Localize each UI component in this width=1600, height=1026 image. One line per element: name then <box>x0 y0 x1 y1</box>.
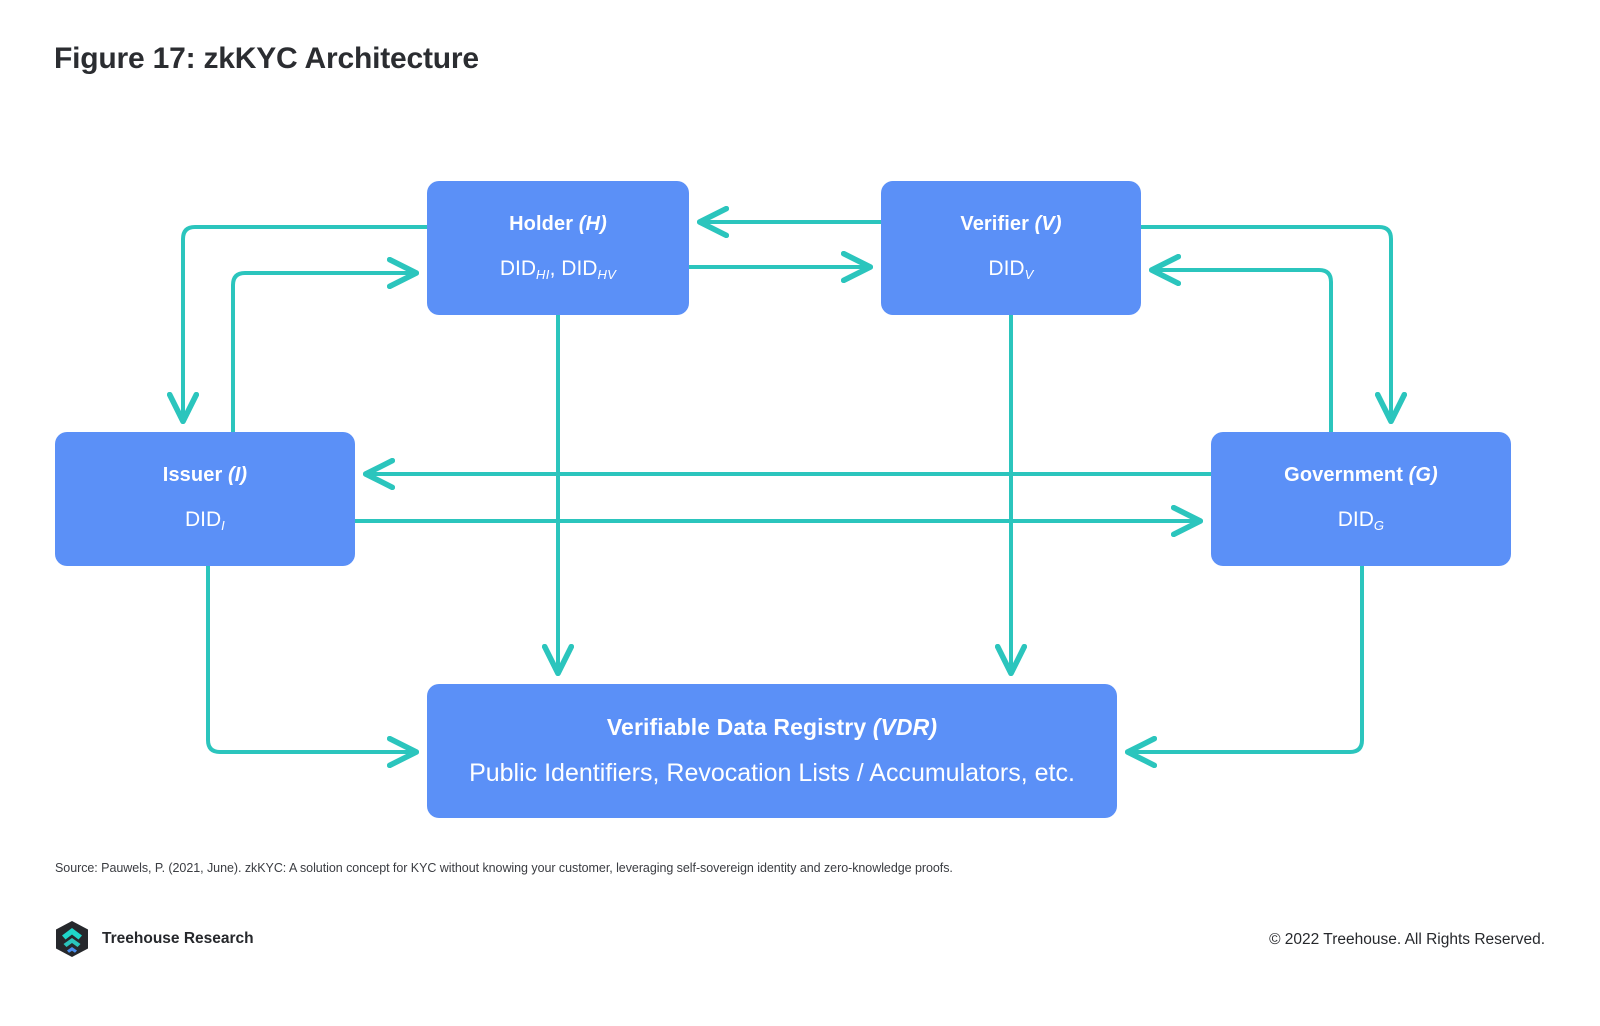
copyright-text: © 2022 Treehouse. All Rights Reserved. <box>1269 931 1545 948</box>
edge-holder-to-issuer <box>183 225 427 420</box>
node-verifier-did: DIDV <box>988 257 1034 283</box>
node-vdr-detail: Public Identifiers, Revocation Lists / A… <box>469 758 1075 787</box>
node-vdr-title: Verifiable Data Registry (VDR) <box>606 713 938 740</box>
node-issuer-did: DIDI <box>184 508 226 534</box>
edge-government-to-verifier <box>1153 270 1333 432</box>
edge-issuer-to-vdr <box>206 566 415 752</box>
brand-name: Treehouse Research <box>102 930 254 947</box>
edge-verifier-to-government <box>1141 225 1391 420</box>
footer: Treehouse Research © 2022 Treehouse. All… <box>0 920 1600 966</box>
node-holder-did: DIDHI, DIDHV <box>499 257 617 283</box>
node-government-did: DIDG <box>1337 508 1385 534</box>
node-issuer[interactable]: Issuer (I) DIDI <box>55 432 355 566</box>
page-title: Figure 17: zkKYC Architecture <box>54 42 479 75</box>
node-issuer-title: Issuer (I) <box>162 464 248 487</box>
node-verifier[interactable]: Verifier (V) DIDV <box>881 181 1141 315</box>
treehouse-logo-icon <box>56 921 88 957</box>
edge-government-to-vdr <box>1129 566 1364 752</box>
edge-issuer-to-holder <box>231 273 415 432</box>
node-holder-title: Holder (H) <box>509 213 607 236</box>
node-verifier-title: Verifier (V) <box>960 213 1062 236</box>
source-note: Source: Pauwels, P. (2021, June). zkKYC:… <box>55 861 953 875</box>
node-government[interactable]: Government (G) DIDG <box>1211 432 1511 566</box>
brand-lockup: Treehouse Research <box>55 920 254 958</box>
node-verifiable-data-registry[interactable]: Verifiable Data Registry (VDR) Public Id… <box>427 684 1117 818</box>
node-government-title: Government (G) <box>1284 464 1438 487</box>
node-holder[interactable]: Holder (H) DIDHI, DIDHV <box>427 181 689 315</box>
